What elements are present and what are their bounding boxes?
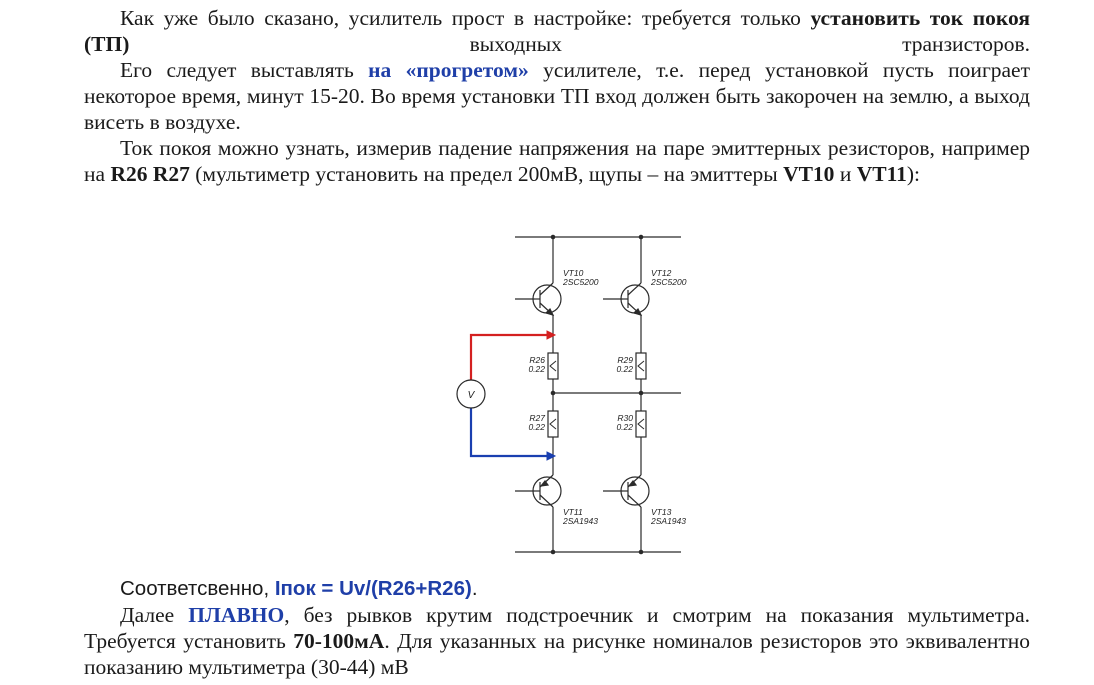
r30-value: 0.22 xyxy=(616,422,633,432)
p3-bold-resistors: R26 R27 xyxy=(110,162,190,186)
p5-end: . Для указанных на рисунке номиналов рез… xyxy=(84,629,1030,679)
p3-text: Ток покоя можно узнать, измерив падение … xyxy=(84,136,1030,186)
voltmeter-icon xyxy=(456,379,486,409)
p3-and: и xyxy=(834,162,857,186)
red-probe-arrow xyxy=(546,330,557,340)
transistor-vt13 xyxy=(620,473,650,512)
document-body: Как уже было сказано, усилитель прост в … xyxy=(84,5,1030,187)
p3-end: ): xyxy=(906,162,921,186)
schematic-diagram: V VT10 2SC5200 VT12 2SC5200 VT11 2SA1943… xyxy=(456,234,687,555)
paragraph-3: Ток покоя можно узнать, измерив падение … xyxy=(84,135,1030,187)
p1-end: выходных транзисторов. xyxy=(129,32,1030,56)
vt13-name: VT13 xyxy=(651,507,672,517)
p3-bold-vt10: VT10 xyxy=(783,162,835,186)
vt13-part: 2SA1943 xyxy=(650,516,686,526)
voltmeter-label: V xyxy=(468,390,476,401)
transistor-vt10 xyxy=(532,282,562,321)
p4-text: Соответсвенно, xyxy=(120,577,275,600)
resistor-r30 xyxy=(635,410,647,438)
r29-value: 0.22 xyxy=(616,364,633,374)
p1-text: Как уже было сказано, усилитель прост в … xyxy=(120,6,811,30)
vt12-name: VT12 xyxy=(651,268,672,278)
p2-text: Его следует выставлять xyxy=(120,58,369,82)
paragraph-2: Его следует выставлять на «прогретом» ус… xyxy=(84,57,1030,135)
paragraph-1: Как уже было сказано, усилитель прост в … xyxy=(84,5,1030,57)
p4-end: . xyxy=(471,577,478,600)
p4-formula: Iпок = Uv/(R26+R26) xyxy=(274,577,472,600)
r26-value: 0.22 xyxy=(528,364,545,374)
p5-highlight: ПЛАВНО xyxy=(188,603,285,627)
transistor-vt12 xyxy=(620,282,650,321)
junction-dots xyxy=(550,234,644,555)
vt10-name: VT10 xyxy=(563,268,584,278)
blue-probe-wire xyxy=(469,407,549,458)
resistor-r29 xyxy=(635,352,647,380)
r29-name: R29 xyxy=(617,355,633,365)
p3-bold-vt11: VT11 xyxy=(856,162,907,186)
resistor-r26 xyxy=(547,352,559,380)
p5-bold-current: 70-100мА xyxy=(293,629,385,653)
paragraph-5: Далее ПЛАВНО, без рывков крутим подстрое… xyxy=(84,602,1030,680)
p5-mid: , без рывков крутим подстроечник и смотр… xyxy=(84,603,1030,653)
schematic-wires xyxy=(515,236,681,553)
red-probe-wire xyxy=(469,333,549,380)
p5-text: Далее xyxy=(120,603,189,627)
resistor-r27 xyxy=(547,410,559,438)
vt12-part: 2SC5200 xyxy=(650,277,687,287)
transistor-vt11 xyxy=(532,473,562,512)
vt11-name: VT11 xyxy=(563,507,583,517)
r26-name: R26 xyxy=(529,355,545,365)
p3-mid: (мультиметр установить на предел 200мВ, … xyxy=(189,162,784,186)
p2-highlight: на «прогретом» xyxy=(368,58,529,82)
r27-name: R27 xyxy=(529,413,545,423)
vt10-part: 2SC5200 xyxy=(562,277,599,287)
p2-end: усилителе, т.е. перед установкой пусть п… xyxy=(84,58,1030,134)
r27-value: 0.22 xyxy=(528,422,545,432)
paragraph-4: Соответсвенно, Iпок = Uv/(R26+R26). xyxy=(84,576,1030,602)
r30-name: R30 xyxy=(617,413,633,423)
document-lower: Соответсвенно, Iпок = Uv/(R26+R26). Дале… xyxy=(84,576,1030,680)
vt11-part: 2SA1943 xyxy=(562,516,598,526)
blue-probe-arrow xyxy=(546,451,557,461)
schematic-figure: V VT10 2SC5200 VT12 2SC5200 VT11 2SA1943… xyxy=(437,215,712,571)
p1-bold: установить ток покоя (ТП) xyxy=(84,6,1030,56)
